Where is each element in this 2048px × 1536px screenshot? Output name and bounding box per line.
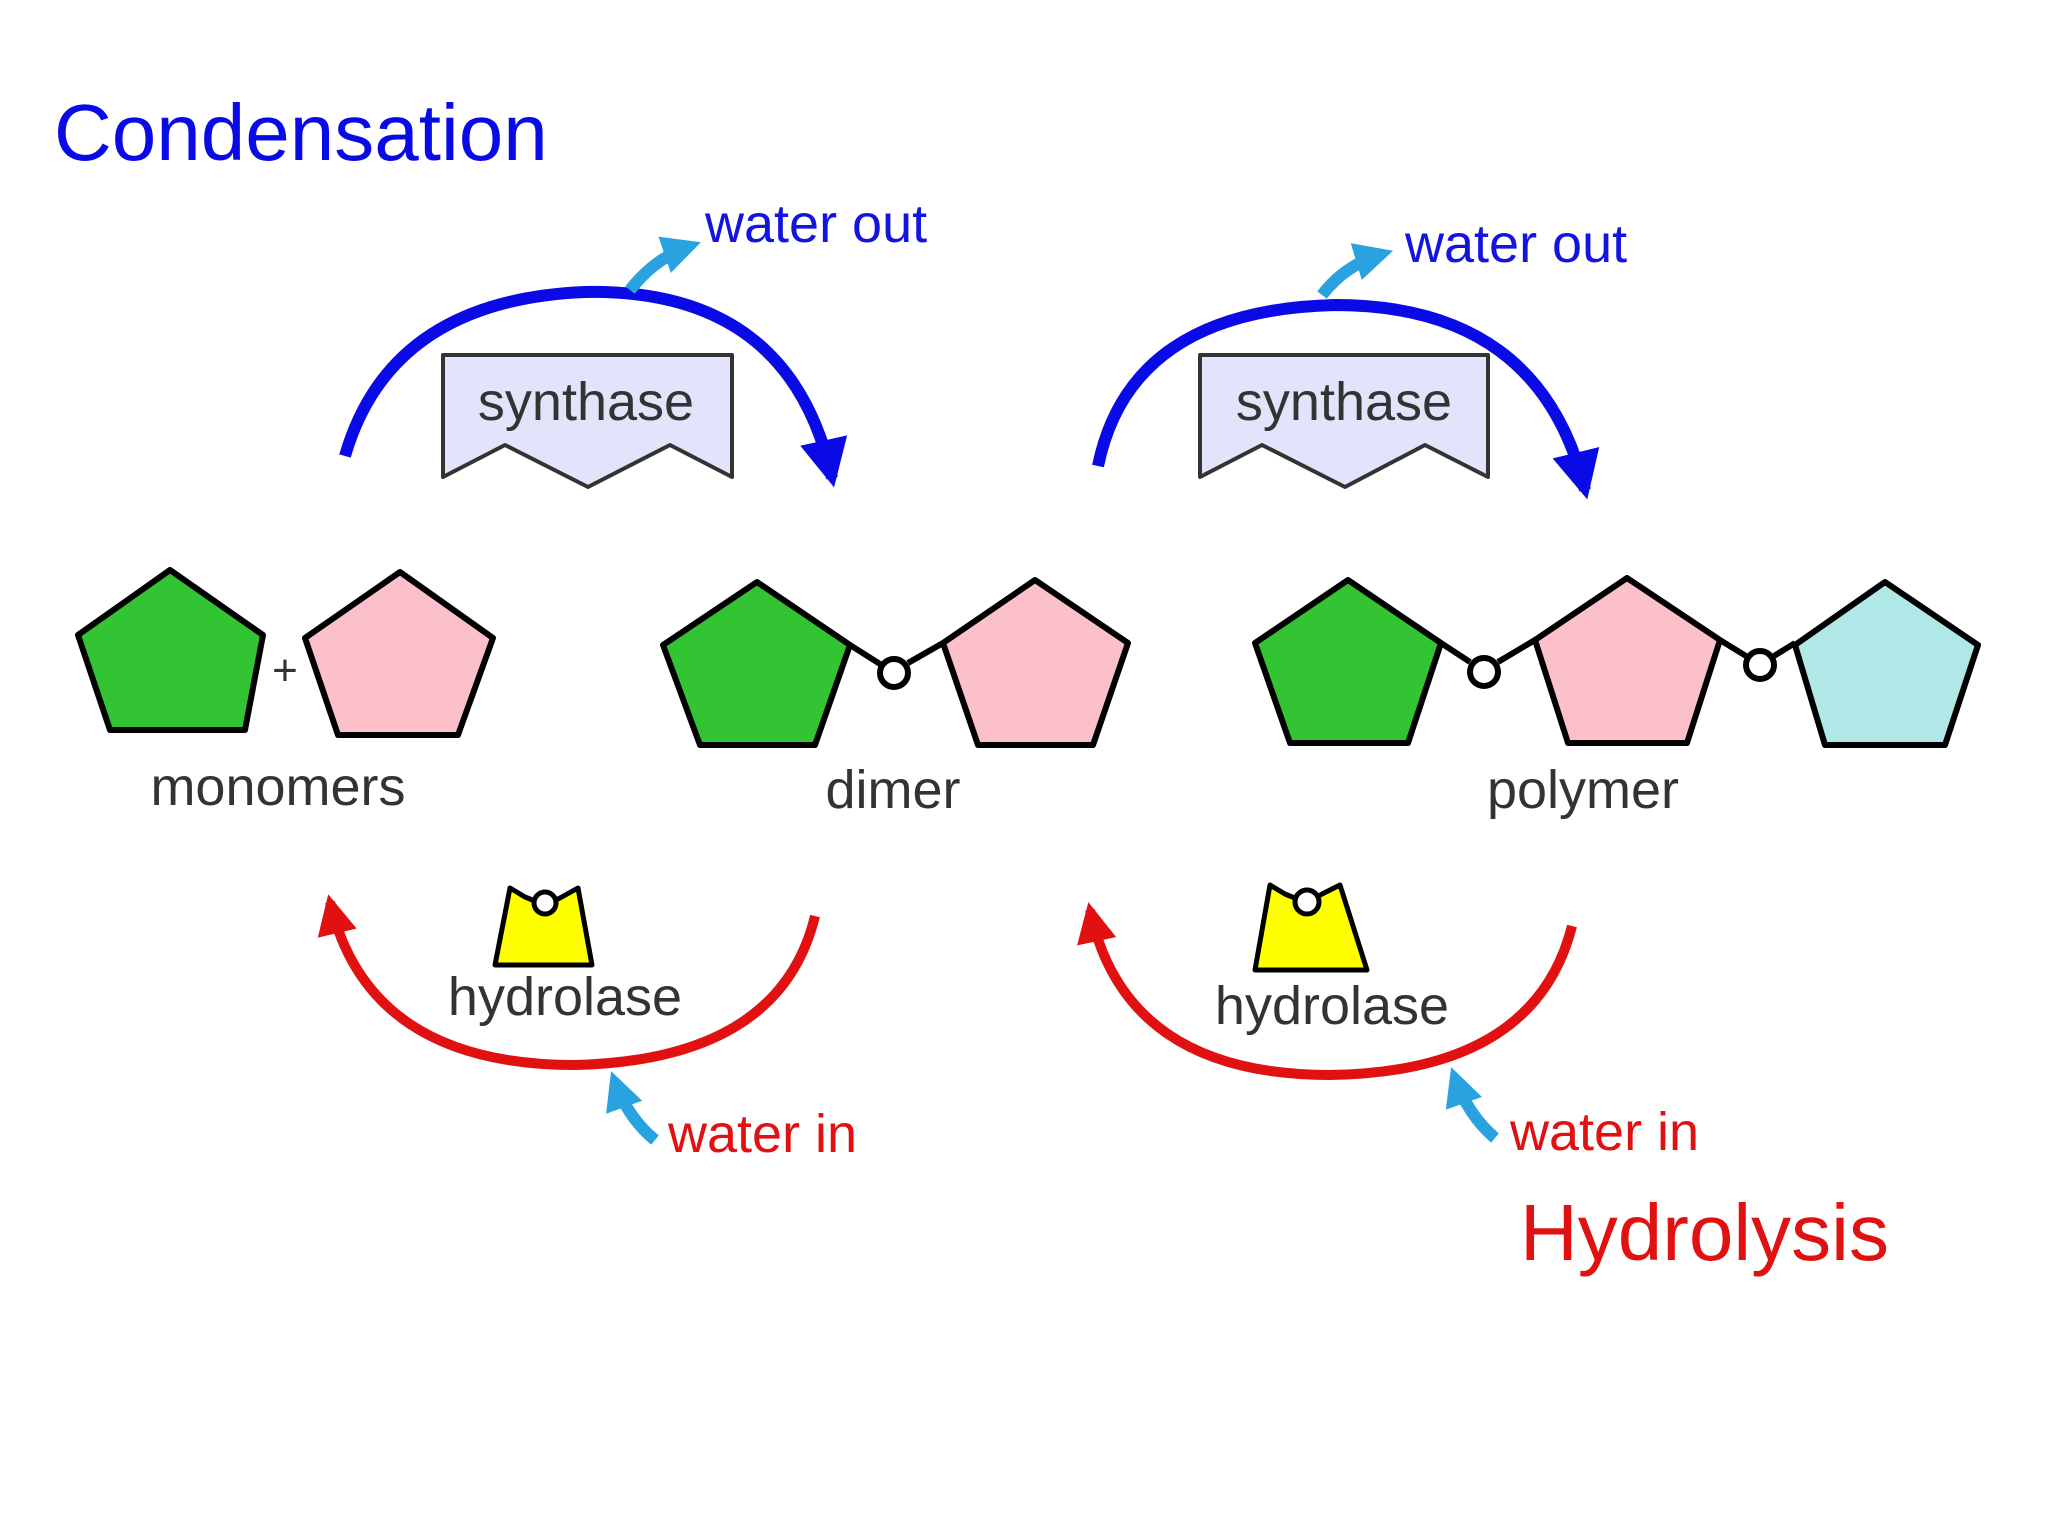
polymer-green-pentagon [1252, 577, 1444, 746]
dimer-bond-circle [877, 656, 911, 690]
hydrolase-enzyme-1 [492, 885, 595, 968]
polymer-bond-2-circle [1743, 648, 1777, 682]
dimer-pink-pentagon [940, 577, 1131, 748]
synthase-enzyme-1: synthase [441, 353, 734, 489]
water-in-arrow-2 [1445, 1067, 1499, 1143]
monomer-pink-pentagon [302, 569, 496, 738]
polymer-label: polymer [1487, 760, 1679, 820]
polymer-cyan-pentagon [1792, 579, 1981, 748]
monomer-green-pentagon [75, 567, 266, 733]
condensation-arrow-1 [339, 285, 848, 488]
water-out-label-2: water out [1404, 214, 1627, 274]
water-in-arrow-1 [606, 1071, 659, 1145]
polymer-bond-1-left [1439, 640, 1472, 665]
water-out-arrow-1 [625, 236, 701, 294]
hydrolase-label-1: hydrolase [448, 967, 682, 1027]
plus-sign: + [272, 646, 298, 695]
condensation-title: Condensation [54, 88, 548, 177]
hydrolase-enzyme-2 [1252, 882, 1370, 973]
condensation-arrow-2 [1092, 298, 1600, 500]
synthase-enzyme-2: synthase [1198, 353, 1490, 489]
hydrolysis-title: Hydrolysis [1520, 1188, 1889, 1277]
water-in-label-2: water in [1509, 1102, 1699, 1162]
hydrolase-active-site-2 [1292, 887, 1322, 917]
polymer-bond-1-right [1496, 637, 1537, 665]
monomers-label: monomers [150, 757, 405, 817]
hydrolase-label-2: hydrolase [1215, 976, 1449, 1036]
hydrolysis-arrow-2 [1077, 902, 1577, 1081]
polymer-pink-pentagon [1532, 575, 1723, 746]
dimer-label: dimer [825, 760, 960, 820]
dimer-green-pentagon [660, 579, 853, 748]
hydrolase-active-site-1 [531, 889, 559, 917]
water-out-label-1: water out [704, 194, 927, 254]
water-out-arrow-2 [1317, 243, 1394, 299]
water-in-label-1: water in [667, 1104, 857, 1164]
polymer-bond-1-circle [1467, 655, 1501, 689]
polymer-bond-2-left [1718, 637, 1748, 659]
synthase-label-2: synthase [1236, 372, 1452, 432]
polymer-bond-2-right [1772, 640, 1797, 659]
dimer-bond-right [906, 640, 945, 666]
dimer-bond-left [848, 642, 882, 667]
synthase-label-1: synthase [478, 372, 694, 432]
hydrolysis-arrow-1 [317, 894, 820, 1071]
